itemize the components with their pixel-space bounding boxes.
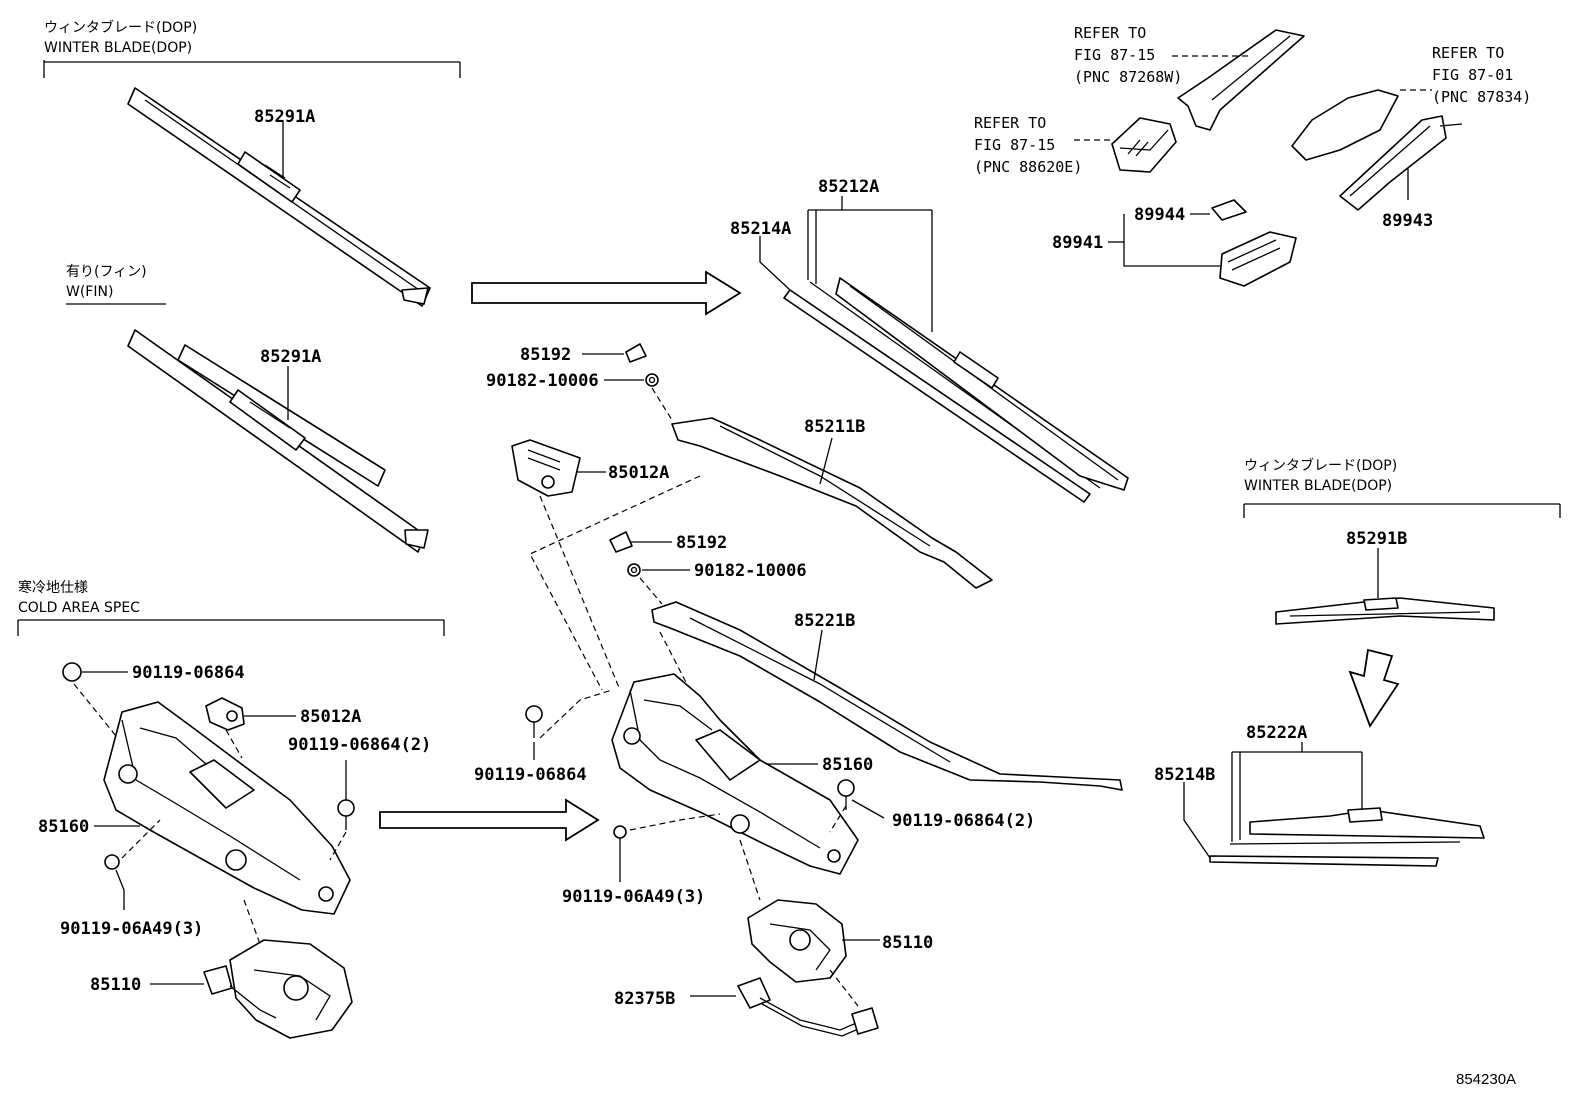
- pivot-85012A-cold: [205, 697, 296, 759]
- arrow-right-icon: [471, 270, 742, 316]
- nut-90182-upper: [604, 373, 673, 421]
- figure-id: 854230A: [1456, 1071, 1516, 1088]
- part-89944-pad: [1190, 199, 1247, 221]
- section-label-en: W(FIN): [66, 284, 113, 300]
- part-number-85291B: 85291B: [1346, 529, 1407, 549]
- part-number-89941: 89941: [1052, 233, 1103, 253]
- refer-part-88620E: [1074, 117, 1177, 173]
- refer-line-3: (PNC 87834): [1432, 88, 1531, 106]
- part-number-85214A: 85214A: [730, 219, 791, 239]
- refer-line-2: FIG 87-15: [1074, 46, 1155, 64]
- wiper-arm-85221B: [651, 601, 1123, 791]
- section-winter-blade-top: ウィンタブレード(DOP) WINTER BLADE(DOP): [43, 19, 461, 78]
- arrow-down-left-icon: [1348, 648, 1400, 728]
- part-number-90119-06864: 90119-06864: [474, 765, 587, 785]
- bolt-90119-06A49-cold: [104, 819, 161, 910]
- part-number-85221B: 85221B: [794, 611, 855, 631]
- section-winter-blade-right: ウィンタブレード(DOP) WINTER BLADE(DOP): [1243, 457, 1561, 518]
- bolt-90119-06864-center-left: [525, 689, 613, 760]
- part-number-85192: 85192: [676, 533, 727, 553]
- refer-line-1: REFER TO: [1432, 44, 1504, 62]
- arrow-right-icon: [379, 798, 600, 842]
- cap-85192-lower: [609, 531, 672, 553]
- part-number-85211B: 85211B: [804, 417, 865, 437]
- refer-line-1: REFER TO: [1074, 24, 1146, 42]
- part-number-90119-06864: 90119-06864: [132, 663, 245, 683]
- part-number-90119-06864-2: 90119-06864(2): [892, 811, 1035, 831]
- part-number-85160: 85160: [38, 817, 89, 837]
- bolt-90119-06A49-center: [613, 813, 721, 882]
- part-number-85110: 85110: [882, 933, 933, 953]
- motor-85110-center: [739, 839, 880, 983]
- section-w-fin: 有り(フィン) W(FIN): [66, 264, 166, 305]
- part-number-85012A: 85012A: [300, 707, 361, 727]
- bolt-90119-06864-center-right: [829, 779, 885, 833]
- part-number-85212A: 85212A: [818, 177, 879, 197]
- part-number-90119-06A49-3: 90119-06A49(3): [60, 919, 203, 939]
- section-cold-area: 寒冷地仕様 COLD AREA SPEC: [17, 579, 445, 636]
- part-number-85291A: 85291A: [260, 347, 321, 367]
- winter-blade-top: [127, 87, 431, 307]
- bolt-90119-06864-cold-top: [62, 662, 128, 737]
- refer-line-3: (PNC 88620E): [974, 158, 1082, 176]
- refer-line-2: FIG 87-15: [974, 136, 1055, 154]
- linkage-85160-cold: [94, 701, 351, 915]
- section-label-jp: ウィンタブレード(DOP): [44, 19, 197, 36]
- refer-line-2: FIG 87-01: [1432, 66, 1513, 84]
- pivot-85012A-upper: [511, 439, 701, 691]
- refer-part-87834: [1291, 89, 1432, 161]
- rear-wiper-blade-85222A: [1183, 742, 1485, 867]
- front-wiper-blade: [759, 209, 1129, 503]
- part-89943-cover: [1339, 115, 1463, 211]
- part-number-82375B: 82375B: [614, 989, 675, 1009]
- part-number-90119-06864-2: 90119-06864(2): [288, 735, 431, 755]
- part-number-89944: 89944: [1134, 205, 1185, 225]
- part-number-85291A: 85291A: [254, 107, 315, 127]
- part-number-85192: 85192: [520, 345, 571, 365]
- section-label-en: WINTER BLADE(DOP): [44, 40, 192, 56]
- refer-line-1: REFER TO: [974, 114, 1046, 132]
- part-number-85214B: 85214B: [1154, 765, 1215, 785]
- section-label-jp: 有り(フィン): [66, 264, 147, 280]
- rear-winter-blade-85291B: [1275, 548, 1495, 625]
- part-number-89943: 89943: [1382, 211, 1433, 231]
- part-number-90182-10006: 90182-10006: [694, 561, 807, 581]
- part-number-90119-06A49-3: 90119-06A49(3): [562, 887, 705, 907]
- winter-blade-fin: [127, 329, 429, 553]
- part-number-85110: 85110: [90, 975, 141, 995]
- wiper-arm-85211B: [671, 417, 993, 589]
- section-label-en: WINTER BLADE(DOP): [1244, 478, 1392, 494]
- refer-part-87268W: [1172, 29, 1305, 131]
- linkage-85160-center: [611, 673, 859, 875]
- cap-85192-upper: [582, 343, 647, 363]
- section-label-jp: ウィンタブレード(DOP): [1244, 457, 1397, 474]
- part-number-85160: 85160: [822, 755, 873, 775]
- part-number-85012A: 85012A: [608, 463, 669, 483]
- part-89941-sensor: [1108, 214, 1297, 287]
- section-label-en: COLD AREA SPEC: [18, 600, 140, 616]
- part-number-90182-10006: 90182-10006: [486, 371, 599, 391]
- section-label-jp: 寒冷地仕様: [18, 579, 88, 596]
- nut-90182-lower: [627, 563, 690, 605]
- refer-line-3: (PNC 87268W): [1074, 68, 1182, 86]
- wire-harness-82375B: [690, 969, 879, 1037]
- motor-85110-cold: [150, 899, 353, 1039]
- bolt-90119-06864-cold-right: [329, 760, 355, 861]
- part-number-85222A: 85222A: [1246, 723, 1307, 743]
